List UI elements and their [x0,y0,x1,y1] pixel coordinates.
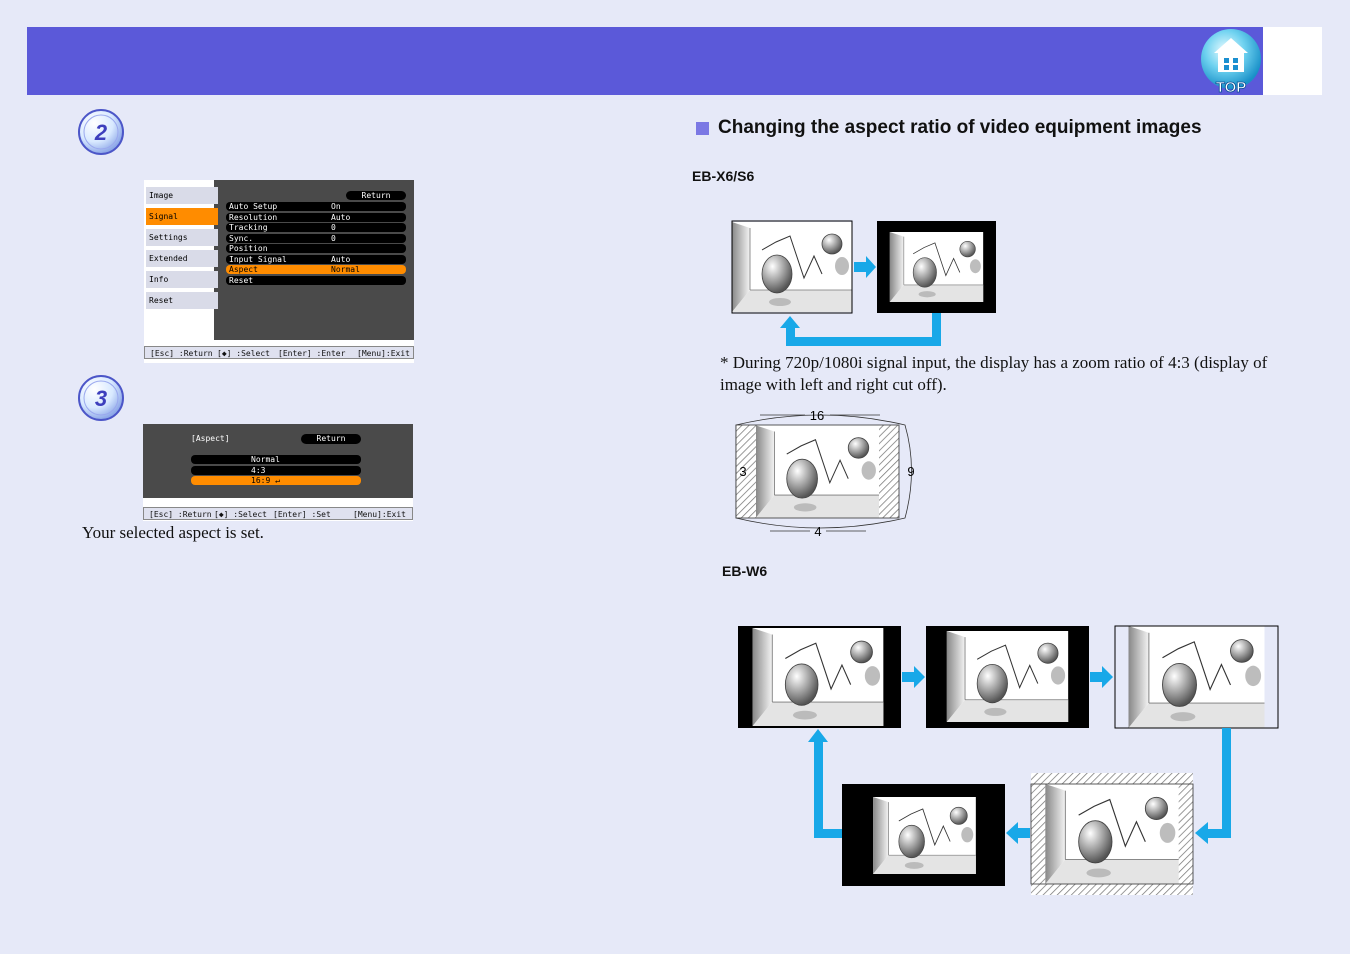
aspect-option-4-3[interactable]: 4:3 [191,466,361,475]
footer-select: [◆] :Select [214,510,267,519]
footer-menu: [Menu]:Exit [353,510,406,519]
zoom-diagram: 16 3 9 4 [735,408,915,539]
menu-row-label: Input Signal [229,254,287,264]
step-2-icon: 2 [78,109,124,155]
aspect-title: [Aspect] [191,434,230,443]
w6-arrows [808,666,1231,844]
x6-arrows [780,256,941,346]
model-label-w6: EB-W6 [722,563,768,579]
menu-row-value: Normal [331,265,360,274]
menu-row-value: On [331,202,341,211]
enter-icon: ↵ [275,476,280,485]
w6-image-zoom [1030,773,1194,895]
model-label-x6: EB-X6/S6 [692,168,755,184]
w6-image-16-9 [926,626,1089,728]
aspect-return-button[interactable]: Return [301,434,361,444]
footer-esc: [Esc] :Return [150,349,213,358]
menu-row-label: Resolution [229,212,278,222]
top-label: TOP [1216,79,1247,94]
footer-menu: [Menu]:Exit [357,349,410,358]
home-icon [1214,38,1248,72]
aspect-option-16-9[interactable]: 16:9 ↵ [191,476,361,485]
aspect-option-normal[interactable]: Normal [191,455,361,464]
section-bullet-icon [696,122,709,135]
menu-sidebar-item-reset[interactable]: Reset [146,292,218,309]
menu-sidebar-item-info[interactable]: Info [146,271,218,288]
menu-sidebar-item-signal[interactable]: Signal [146,208,218,225]
zoom-note: * During 720p/1080i signal input, the di… [720,353,1268,394]
w6-image-native [842,784,1005,886]
menu-footer: [Esc] :Return [◆] :Select [Enter] :Enter… [144,346,414,359]
menu-row[interactable]: Tracking 0 [226,223,406,232]
step-number: 2 [94,120,108,145]
header-tail [1263,27,1322,95]
menu-row-value: Auto [331,254,351,264]
top-button[interactable]: TOP [1200,28,1262,94]
footer-set: [Enter] :Set [273,510,331,519]
aspect-menu-screenshot: [Aspect] Return Normal 4:3 16:9 ↵ [Esc] … [143,424,413,521]
zoom-label-right: 9 [907,464,914,479]
footer-esc: [Esc] :Return [149,510,212,519]
menu-row[interactable]: Aspect Normal [226,265,406,274]
aspect-footer: [Esc] :Return [◆] :Select [Enter] :Set [… [143,507,413,520]
menu-row[interactable]: Auto Setup On [226,202,406,211]
step-number: 3 [95,386,107,411]
step-3-icon: 3 [78,375,124,421]
menu-row-label: Auto Setup [229,202,278,211]
header-bar [27,27,1322,95]
x6-image-normal [731,220,853,314]
x6-image-16-9 [877,221,996,313]
menu-row-label: Tracking [229,223,268,232]
section-title: Changing the aspect ratio of video equip… [718,117,1202,138]
footer-enter: [Enter] :Enter [278,349,346,358]
w6-image-normal [738,626,901,728]
zoom-label-bottom: 4 [814,524,821,539]
zoom-label-left: 3 [739,464,746,479]
return-button[interactable]: Return [346,191,406,200]
menu-row-label: Reset [229,275,254,285]
menu-row[interactable]: Resolution Auto [226,212,406,222]
menu-row-value: 0 [331,233,336,243]
menu-sidebar-item-extended[interactable]: Extended [146,250,218,267]
menu-row[interactable]: Reset [226,275,406,285]
menu-row[interactable]: Sync. 0 [226,233,406,243]
menu-row-value: Auto [331,212,351,222]
menu-row[interactable]: Input Signal Auto [226,254,406,264]
zoom-label-top: 16 [810,408,824,423]
menu-row-value: 0 [331,223,336,232]
menu-row-label: Aspect [229,265,258,274]
menu-row-label: Position [229,244,268,253]
w6-image-full [1114,625,1279,729]
selected-aspect-text: Your selected aspect is set. [82,523,264,542]
menu-row-label: Sync. [229,233,254,243]
menu-sidebar-item-image[interactable]: Image [146,187,218,204]
menu-row[interactable]: Position [226,244,406,253]
menu-sidebar-item-settings[interactable]: Settings [146,229,218,246]
footer-select: [◆] :Select [217,349,270,358]
